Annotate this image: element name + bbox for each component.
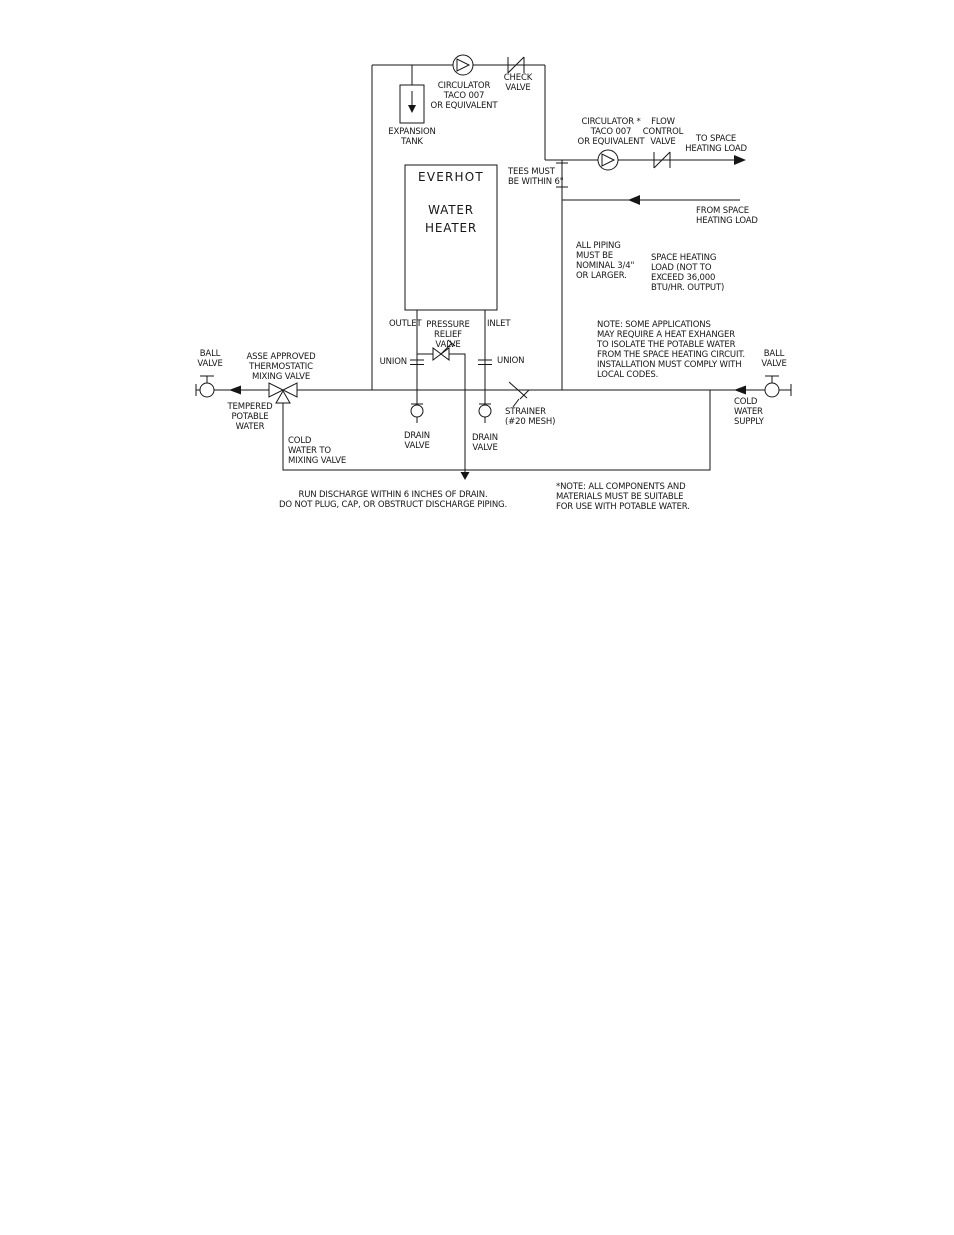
to-space-arrow xyxy=(734,155,746,165)
mixing-valve-label: ASSE APPROVED THERMOSTATIC MIXING VALVE xyxy=(246,352,316,382)
cold-water-supply-label: COLD WATER SUPPLY xyxy=(734,397,764,427)
drain-valve-right-label: DRAIN VALVE xyxy=(471,433,499,453)
strainer-label: STRAINER (#20 MESH) xyxy=(505,407,556,427)
pressure-relief-valve-label: PRESSURE RELIEF VALVE xyxy=(426,320,470,350)
circulator-top-label: CIRCULATOR TACO 007 OR EQUIVALENT xyxy=(430,81,498,111)
ball-valve-left-symbol xyxy=(199,375,215,398)
expansion-tank-symbol xyxy=(399,84,425,124)
union-right-label: UNION xyxy=(497,356,525,366)
union-right-symbol xyxy=(478,359,492,365)
to-space-heating-label: TO SPACE HEATING LOAD xyxy=(685,134,747,154)
cold-to-mixing-label: COLD WATER TO MIXING VALVE xyxy=(288,436,347,466)
applications-note: NOTE: SOME APPLICATIONS MAY REQUIRE A HE… xyxy=(597,320,745,380)
flow-control-valve-symbol xyxy=(653,151,671,169)
tempered-water-label: TEMPERED POTABLE WATER xyxy=(227,402,273,432)
components-note: *NOTE: ALL COMPONENTS AND MATERIALS MUST… xyxy=(556,482,690,512)
ball-valve-right-label: BALL VALVE xyxy=(761,349,787,369)
mixing-valve-symbol xyxy=(268,382,298,404)
tees-within-label: TEES MUST BE WITHIN 6" xyxy=(508,167,564,187)
from-space-arrow xyxy=(628,195,640,205)
pipe-lines xyxy=(195,64,792,474)
inlet-label: INLET xyxy=(487,319,511,329)
cold-supply-arrow xyxy=(734,385,746,395)
strainer-symbol xyxy=(508,381,530,408)
heater-product-text: WATER HEATER xyxy=(425,203,477,235)
outlet-label: OUTLET xyxy=(389,319,422,329)
check-valve-symbol xyxy=(507,56,525,74)
heater-brand-text: EVERHOT xyxy=(418,170,484,184)
union-left-symbol xyxy=(410,359,424,365)
circulator-right-label: CIRCULATOR * TACO 007 OR EQUIVALENT xyxy=(577,117,645,147)
water-heater-outline xyxy=(404,164,498,311)
circulator-pump-right-symbol xyxy=(597,149,619,171)
ball-valve-right-symbol xyxy=(764,375,780,398)
run-discharge-note: RUN DISCHARGE WITHIN 6 INCHES OF DRAIN. … xyxy=(278,490,508,510)
drain-valve-left-label: DRAIN VALVE xyxy=(403,431,431,451)
flow-control-valve-label: FLOW CONTROL VALVE xyxy=(642,117,684,147)
pressure-relief-valve-symbol xyxy=(432,339,456,361)
discharge-arrow xyxy=(460,472,470,480)
space-heating-load-note: SPACE HEATING LOAD (NOT TO EXCEED 36,000… xyxy=(651,253,725,293)
expansion-tank-label: EXPANSION TANK xyxy=(388,127,436,147)
from-space-heating-label: FROM SPACE HEATING LOAD xyxy=(696,206,758,226)
tempered-water-arrow xyxy=(229,385,241,395)
check-valve-label: CHECK VALVE xyxy=(503,73,533,93)
flow-arrows xyxy=(229,155,746,480)
all-piping-note: ALL PIPING MUST BE NOMINAL 3/4" OR LARGE… xyxy=(576,241,635,281)
drain-valve-left-symbol xyxy=(410,403,424,423)
drain-valve-right-symbol xyxy=(478,403,492,423)
circulator-pump-top-symbol xyxy=(452,54,474,76)
tee-marks xyxy=(556,162,568,188)
union-left-label: UNION xyxy=(379,357,408,367)
ball-valve-left-label: BALL VALVE xyxy=(197,349,223,369)
